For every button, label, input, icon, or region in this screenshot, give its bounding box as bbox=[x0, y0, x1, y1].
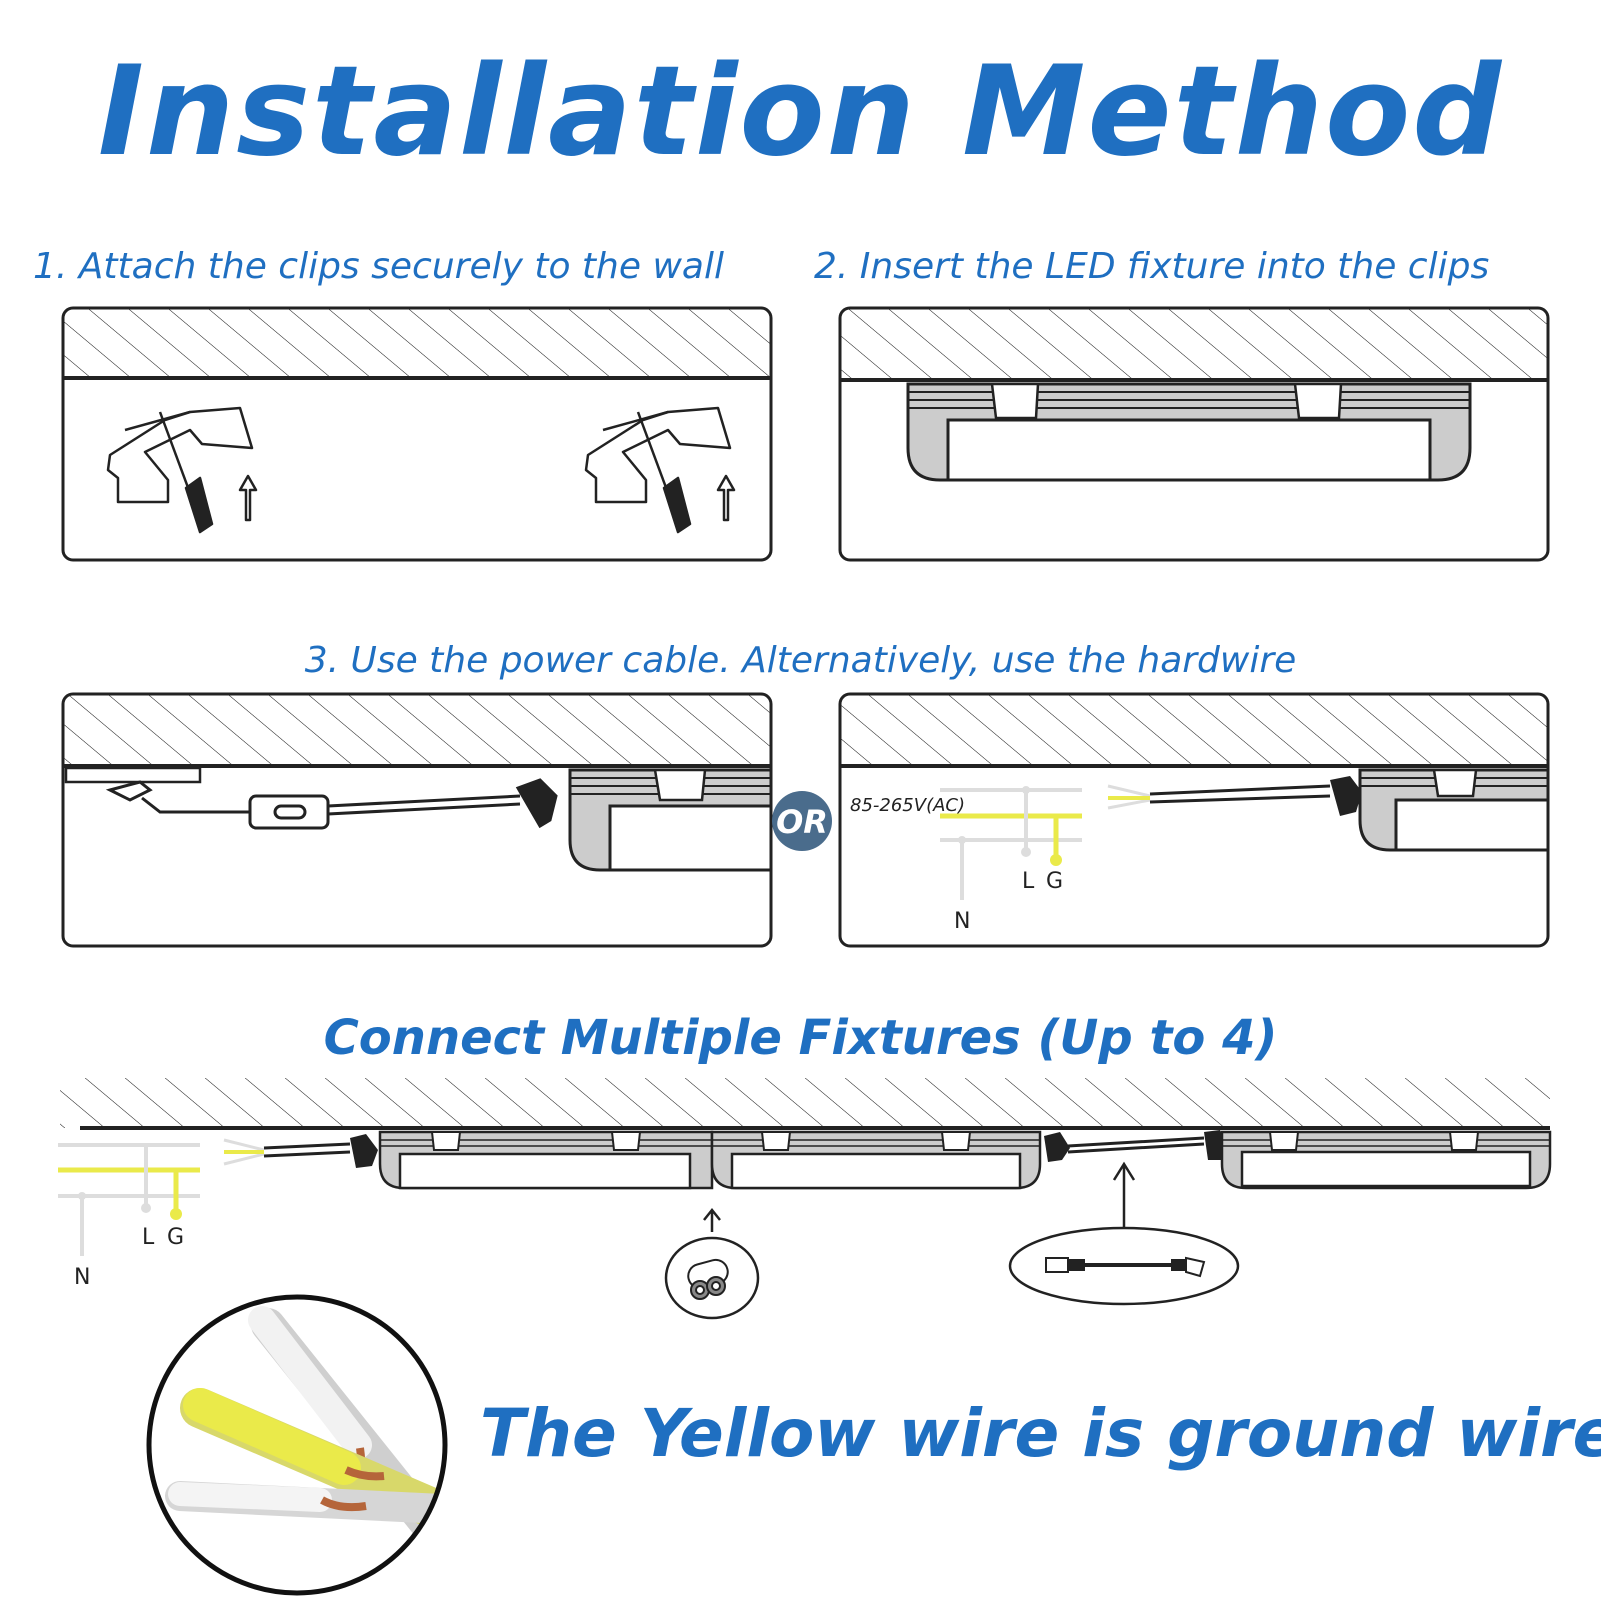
led-fixture-icon bbox=[378, 1130, 714, 1190]
link-cable-callout bbox=[1008, 1161, 1240, 1306]
connect-multiple-title: Connect Multiple Fixtures (Up to 4) bbox=[323, 1010, 1278, 1066]
or-badge-text: OR bbox=[776, 803, 828, 841]
led-fixture-icon bbox=[1358, 768, 1550, 852]
step-2-label: 2. Insert the LED fixture into the clips bbox=[814, 246, 1490, 287]
feed-cable-icon bbox=[223, 1134, 378, 1168]
led-fixture-icon bbox=[568, 768, 773, 872]
link-cable-icon bbox=[1045, 1256, 1206, 1278]
mounting-clip-icon bbox=[584, 406, 736, 534]
power-cable-icon bbox=[105, 778, 558, 830]
page-title: Installation Method bbox=[97, 40, 1504, 184]
wire-closeup-illustration bbox=[146, 1294, 448, 1596]
led-fixture-icon bbox=[1220, 1130, 1552, 1190]
wire-label-n: N bbox=[954, 909, 970, 934]
wire-label-l: L bbox=[1022, 869, 1035, 894]
link-cable-icon bbox=[1044, 1130, 1228, 1162]
wire-label-l: L bbox=[142, 1225, 155, 1250]
voltage-label: 85-265V(AC) bbox=[850, 795, 965, 816]
wire-label-g: G bbox=[1046, 869, 1063, 894]
wire-label-g: G bbox=[167, 1225, 184, 1250]
hardwire-junction-icon bbox=[58, 1143, 200, 1256]
panel-4-hardwire: 85-265V(AC) L G N bbox=[838, 692, 1550, 948]
step-1-label: 1. Attach the clips securely to the wall bbox=[33, 246, 724, 287]
coupler-icon bbox=[687, 1258, 729, 1300]
ground-wire-note: The Yellow wire is ground wire bbox=[480, 1395, 1601, 1472]
led-fixture-icon bbox=[906, 382, 1472, 482]
hardwire-junction-icon bbox=[940, 786, 1082, 900]
white-wire-icon bbox=[165, 1481, 445, 1525]
panel-1-clips-to-wall bbox=[61, 306, 773, 562]
wire-label-n: N bbox=[74, 1265, 90, 1290]
panel-2-fixture-in-clips bbox=[838, 306, 1550, 562]
hardwire-cable-icon bbox=[1107, 776, 1362, 816]
coupler-callout bbox=[664, 1207, 760, 1320]
mounting-clip-icon bbox=[106, 406, 258, 534]
step-3-label: 3. Use the power cable. Alternatively, u… bbox=[304, 640, 1297, 681]
panel-3-power-cable bbox=[61, 692, 773, 948]
connect-multiple-diagram: L G N bbox=[58, 1078, 1552, 1320]
or-badge: OR bbox=[772, 791, 832, 851]
led-fixture-icon bbox=[710, 1130, 1042, 1190]
